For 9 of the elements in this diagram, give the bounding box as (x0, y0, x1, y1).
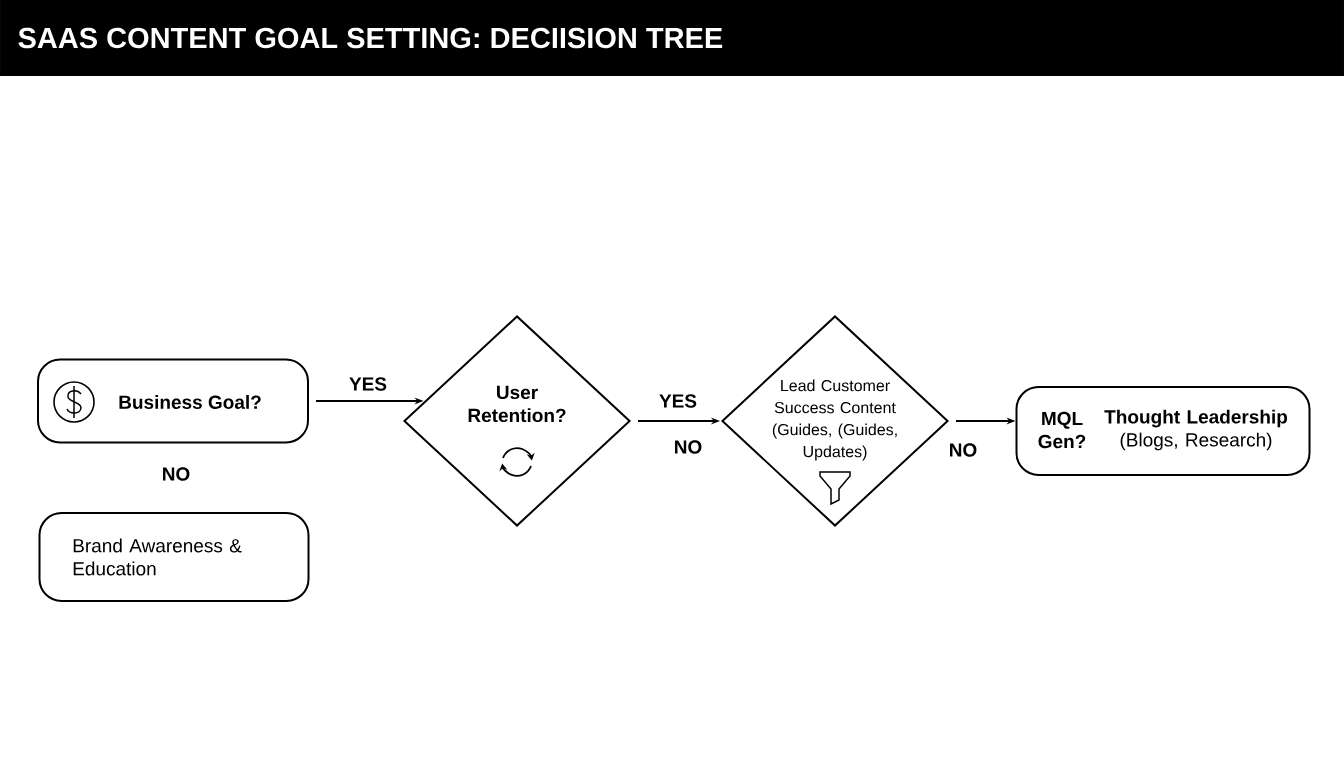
branch-label: NO (163, 467, 190, 481)
edge-label: YES (658, 393, 698, 409)
process-box: Business Goal? (37, 358, 309, 444)
title-bar: SAAS CONTENT GOAL SETTING: DECIISION TREE (0, 0, 1344, 76)
edge-label: NO (947, 442, 979, 458)
process-box: MQL Gen? Thought Leadership (Blogs, Research) (1015, 386, 1311, 476)
process-box: Brand Awareness & Education (38, 512, 310, 602)
branch-label: NO (675, 440, 702, 454)
edge-label: YES (348, 376, 388, 392)
